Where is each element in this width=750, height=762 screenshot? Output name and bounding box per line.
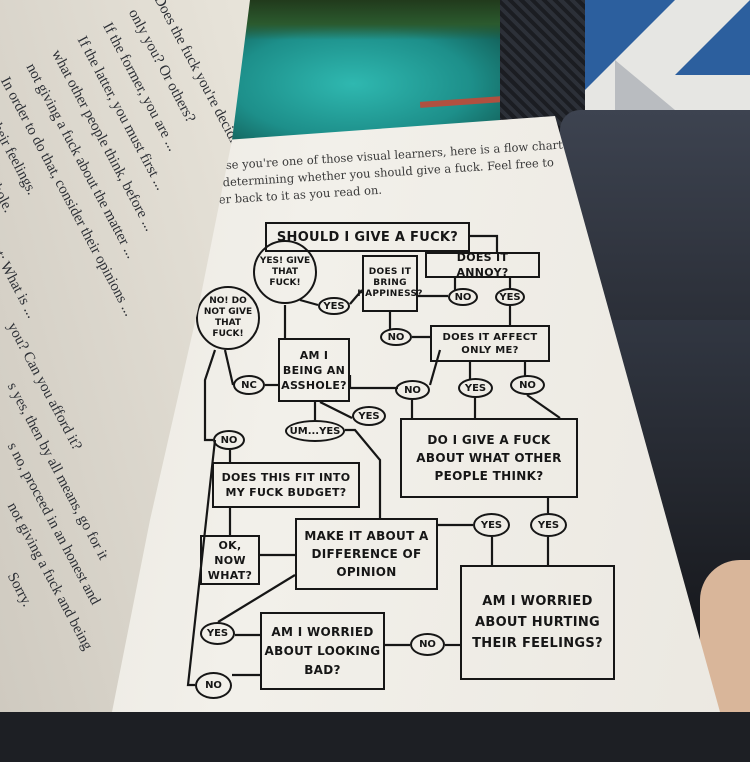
- foliage: [200, 0, 520, 40]
- flow-arrow: [186, 439, 217, 687]
- flow-others-think-box: Do I give a fuck about what other people…: [400, 418, 578, 498]
- text-line: Sorry.: [3, 570, 35, 610]
- flow-arrow: [203, 349, 217, 442]
- flow-yes-oval: Yes: [200, 622, 235, 645]
- flow-arrow: [299, 298, 319, 307]
- flow-yes-oval: Yes: [530, 513, 567, 537]
- flow-no-oval: No: [195, 672, 232, 699]
- flow-yes-oval: Yes: [495, 288, 525, 306]
- flow-no-oval: No: [380, 328, 412, 346]
- cushion-triangle: [675, 0, 750, 75]
- flow-no-oval: No: [510, 375, 545, 395]
- flow-nc-oval: Nc: [233, 375, 265, 395]
- flow-hurting-box: Am I worried about hurting their feeling…: [460, 565, 615, 680]
- flow-yes-oval: Yes: [318, 297, 350, 315]
- flow-no-oval: No: [213, 430, 245, 450]
- flow-arrow: [217, 574, 296, 623]
- cushion-triangle: [615, 60, 675, 110]
- flow-happiness-box: Does it bring happiness?: [357, 255, 422, 312]
- flow-arrow: [349, 289, 363, 305]
- flow-difference-box: Make it about a difference of opinion: [295, 518, 438, 590]
- flow-yes-oval: Yes: [352, 406, 386, 426]
- flow-no-oval: No: [448, 288, 478, 306]
- flow-give-circle: Yes! Give that fuck!: [253, 240, 317, 304]
- flow-um-yes-oval: Um...yes: [285, 420, 345, 442]
- flow-start-box: Should I give a fuck?: [265, 222, 470, 252]
- flow-no-oval: No: [410, 633, 445, 656]
- flowchart-arrows: [186, 234, 561, 687]
- flow-arrow: [526, 394, 561, 419]
- patterned-cushion: [585, 0, 750, 110]
- flow-annoy-box: Does it annoy?: [425, 251, 540, 279]
- flow-asshole-box: Am I being an asshole?: [278, 338, 350, 402]
- flow-arrow: [319, 401, 353, 419]
- flow-now-what-box: OK, now what?: [200, 535, 260, 585]
- flow-arrow: [428, 349, 442, 386]
- flow-yes-oval: Yes: [458, 378, 493, 398]
- flow-arrow: [223, 349, 235, 386]
- flow-arrow: [470, 234, 499, 252]
- flow-dont-give-circle: No! Do not give that fuck!: [196, 286, 260, 350]
- flow-arrow: [345, 428, 382, 518]
- flow-affect-box: Does it affect only me?: [430, 325, 550, 362]
- flow-yes-oval: Yes: [473, 513, 510, 537]
- flow-arrow: [348, 375, 398, 390]
- flow-no-oval: No: [395, 380, 430, 400]
- flow-budget-box: Does this fit into my fuck budget?: [212, 462, 360, 508]
- flow-looking-bad-box: Am I worried about looking bad?: [260, 612, 385, 690]
